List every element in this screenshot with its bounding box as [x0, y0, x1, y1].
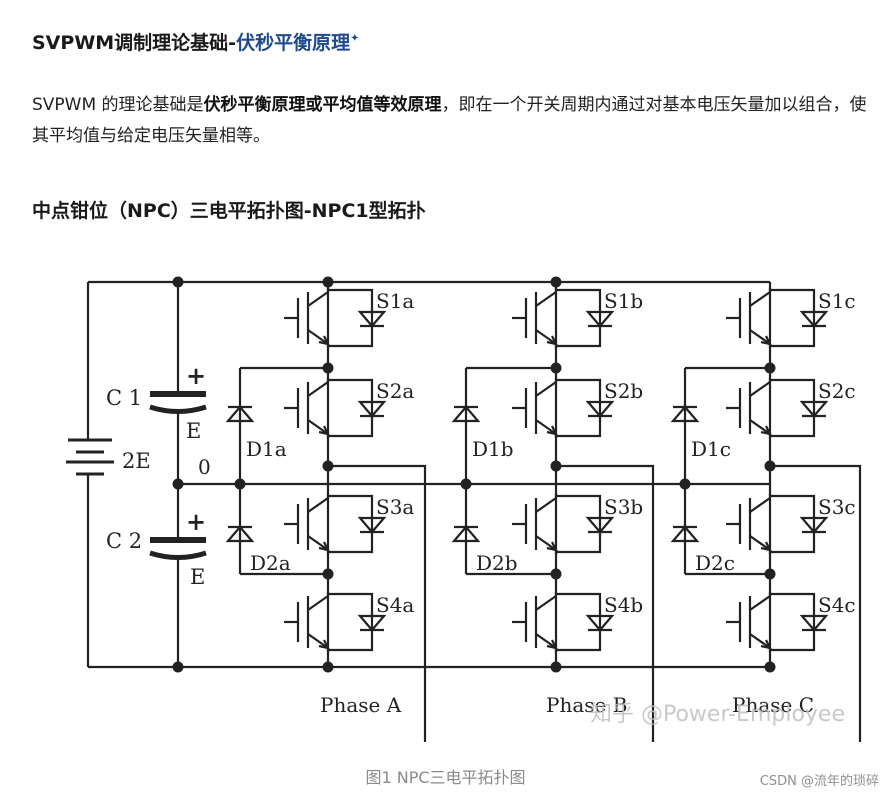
igbt-s2b — [510, 376, 614, 440]
switch-label-s4a: S4a — [376, 593, 414, 617]
c2-plus-icon: + — [186, 507, 206, 536]
junction-dot — [550, 568, 562, 580]
phase-label-b: Phase B — [546, 693, 627, 717]
csdn-watermark: CSDN @流年的琐碎 — [759, 774, 879, 789]
c1-plus-icon: + — [186, 361, 206, 390]
igbt-s3a — [282, 492, 386, 556]
igbt-s4a — [282, 590, 386, 654]
junction-dots — [172, 276, 776, 673]
section-title: SVPWM调制理论基础-伏秒平衡原理✦ — [32, 28, 359, 55]
junction-dot — [764, 460, 776, 472]
switch-label-s4c: S4c — [818, 593, 856, 617]
circuit-components — [226, 286, 828, 654]
neutral-point-label: 0 — [198, 455, 211, 479]
junction-dot — [172, 276, 184, 288]
diode-label-d2b: D2b — [476, 551, 518, 575]
switch-label-s2a: S2a — [376, 379, 414, 403]
junction-dot — [322, 460, 334, 472]
switch-label-s2b: S2b — [604, 379, 643, 403]
junction-dot — [322, 661, 334, 673]
junction-dot — [234, 478, 246, 490]
switch-label-s1a: S1a — [376, 289, 414, 313]
junction-dot — [764, 568, 776, 580]
volt-second-balance-link[interactable]: 伏秒平衡原理 — [236, 32, 351, 54]
junction-dot — [550, 362, 562, 374]
igbt-s1b — [510, 286, 614, 350]
junction-dot — [550, 661, 562, 673]
topology-heading: 中点钳位（NPC）三电平拓扑图-NPC1型拓扑 — [32, 200, 426, 222]
igbt-s2c — [724, 376, 828, 440]
diode-label-d1b: D1b — [472, 437, 514, 461]
capacitor-c2: + C 2 E — [106, 507, 207, 589]
switch-label-s1c: S1c — [818, 289, 856, 313]
diode-label-d1c: D1c — [691, 437, 731, 461]
figure-caption: 图1 NPC三电平拓扑图 — [365, 768, 526, 787]
junction-dot — [172, 478, 184, 490]
junction-dot — [764, 362, 776, 374]
phase-b-output-wire — [556, 464, 655, 742]
igbt-s3c — [724, 492, 828, 556]
paragraph-text-1: SVPWM 的理论基础是 — [32, 95, 204, 115]
switch-label-s3c: S3c — [818, 495, 856, 519]
c1-value: E — [186, 419, 201, 443]
c2-name: C 2 — [106, 529, 142, 553]
section-title-prefix: SVPWM调制理论基础- — [32, 32, 237, 54]
phase-label-c: Phase C — [732, 693, 814, 717]
igbt-s3b — [510, 492, 614, 556]
junction-dot — [550, 276, 562, 288]
switch-label-s2c: S2c — [818, 379, 856, 403]
paragraph-text-2: ，即在一个开关周期内通过对基本电压矢量加以组合，使其平均值与给定电压矢量相等。 — [32, 95, 867, 146]
switch-label-s1b: S1b — [604, 289, 643, 313]
switch-label-s3b: S3b — [604, 495, 643, 519]
switch-label-s4b: S4b — [604, 593, 643, 617]
junction-dot — [460, 478, 472, 490]
source-voltage-label: 2E — [122, 449, 151, 473]
junction-dot — [550, 460, 562, 472]
dc-source: 2E — [66, 438, 151, 476]
diode-label-d2a: D2a — [250, 551, 291, 575]
zhihu-watermark: 知乎 @Power-Employee — [590, 702, 845, 727]
junction-dot — [322, 362, 334, 374]
junction-dot — [322, 276, 334, 288]
igbt-s1c — [724, 286, 828, 350]
c1-name: C 1 — [106, 386, 142, 410]
phase-c-output-wire — [770, 464, 862, 742]
paragraph-bold: 伏秒平衡原理或平均值等效原理 — [203, 95, 442, 115]
junction-dot — [764, 661, 776, 673]
phase-a-output-wire — [328, 464, 427, 742]
igbt-s2a — [282, 376, 386, 440]
link-mark-icon: ✦ — [350, 31, 360, 45]
switch-label-s3a: S3a — [376, 495, 414, 519]
phase-label-a: Phase A — [320, 693, 402, 717]
c2-value: E — [190, 565, 205, 589]
igbt-s4b — [510, 590, 614, 654]
intro-paragraph: SVPWM 的理论基础是伏秒平衡原理或平均值等效原理，即在一个开关周期内通过对基… — [32, 90, 877, 152]
igbt-s4c — [724, 590, 828, 654]
diode-label-d2c: D2c — [695, 551, 735, 575]
junction-dot — [679, 478, 691, 490]
junction-dot — [172, 661, 184, 673]
igbt-s1a — [282, 286, 386, 350]
capacitor-c1: + C 1 E — [106, 361, 207, 443]
junction-dot — [322, 568, 334, 580]
diode-label-d1a: D1a — [246, 437, 287, 461]
